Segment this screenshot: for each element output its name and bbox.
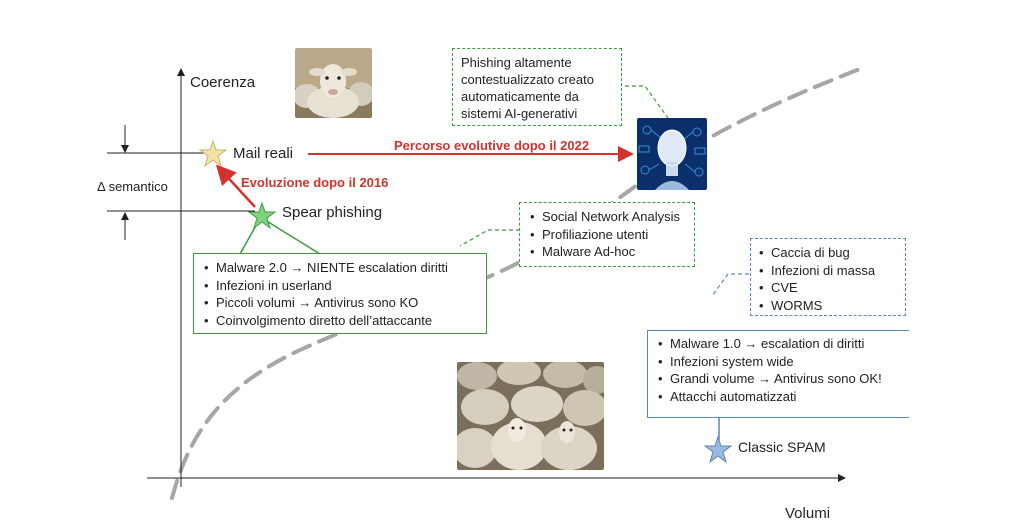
list-item: Malware Ad-hoc <box>528 243 686 261</box>
spear-phishing-box: Malware 2.0 → NIENTE escalation diritti … <box>193 253 487 334</box>
ai-box-line: sistemi AI-generativi <box>461 106 578 121</box>
bug-hunting-box: Caccia di bug Infezioni di massa CVE WOR… <box>750 238 906 316</box>
list-item: Malware 2.0 → NIENTE escalation diritti <box>202 259 478 277</box>
percorso-2022-label: Percorso evolutive dopo il 2022 <box>394 138 590 153</box>
spear-phishing-label: Spear phishing <box>282 204 383 221</box>
list-item: WORMS <box>757 297 899 315</box>
delta-semantico-label: Δ semantico <box>97 179 168 194</box>
ai-box-connector <box>618 85 669 119</box>
list-item: Infezioni system wide <box>656 353 901 371</box>
spear-box-connector <box>264 219 321 255</box>
list-item: Grandi volume → Antivirus sono OK! <box>656 370 901 388</box>
evolution-curve <box>170 66 864 500</box>
list-item: CVE <box>757 279 899 297</box>
ai-box-line: contestualizzato creato <box>461 72 594 87</box>
classic-spam-label: Classic SPAM <box>738 439 826 455</box>
list-item: Social Network Analysis <box>528 208 686 226</box>
list-item: Attacchi automatizzati <box>656 388 901 406</box>
y-axis-label: Coerenza <box>190 74 256 91</box>
bug-box-connector <box>711 273 749 297</box>
sheep-flock-icon <box>457 362 604 470</box>
list-item: Coinvolgimento diretto dell’attaccante <box>202 312 478 330</box>
social-box-connector <box>459 229 520 247</box>
classic-spam-star-icon <box>703 435 733 464</box>
list-item: Profiliazione utenti <box>528 226 686 244</box>
mail-reali-star-icon <box>198 139 228 168</box>
sheep-portrait-icon <box>295 48 372 118</box>
mail-reali-label: Mail reali <box>233 145 294 162</box>
evoluzione-2016-label: Evoluzione dopo il 2016 <box>241 175 389 190</box>
ai-box-line: automaticamente da <box>461 89 579 104</box>
x-axis-label: Volumi <box>785 505 831 522</box>
ai-phishing-box: Phishing altamente contestualizzato crea… <box>452 48 622 126</box>
list-item: Malware 1.0 → escalation di diritti <box>656 335 901 353</box>
classic-spam-box: Malware 1.0 → escalation di diritti Infe… <box>647 330 909 418</box>
social-analysis-box: Social Network Analysis Profiliazione ut… <box>519 202 695 267</box>
list-item: Infezioni in userland <box>202 277 478 295</box>
spear-phishing-star-icon <box>247 201 277 230</box>
list-item: Caccia di bug <box>757 244 899 262</box>
evoluzione-2016-arrow <box>215 164 256 208</box>
list-item: Piccoli volumi → Antivirus sono KO <box>202 294 478 312</box>
ai-head-icon <box>637 118 707 190</box>
ai-box-line: Phishing altamente <box>461 55 572 70</box>
list-item: Infezioni di massa <box>757 262 899 280</box>
